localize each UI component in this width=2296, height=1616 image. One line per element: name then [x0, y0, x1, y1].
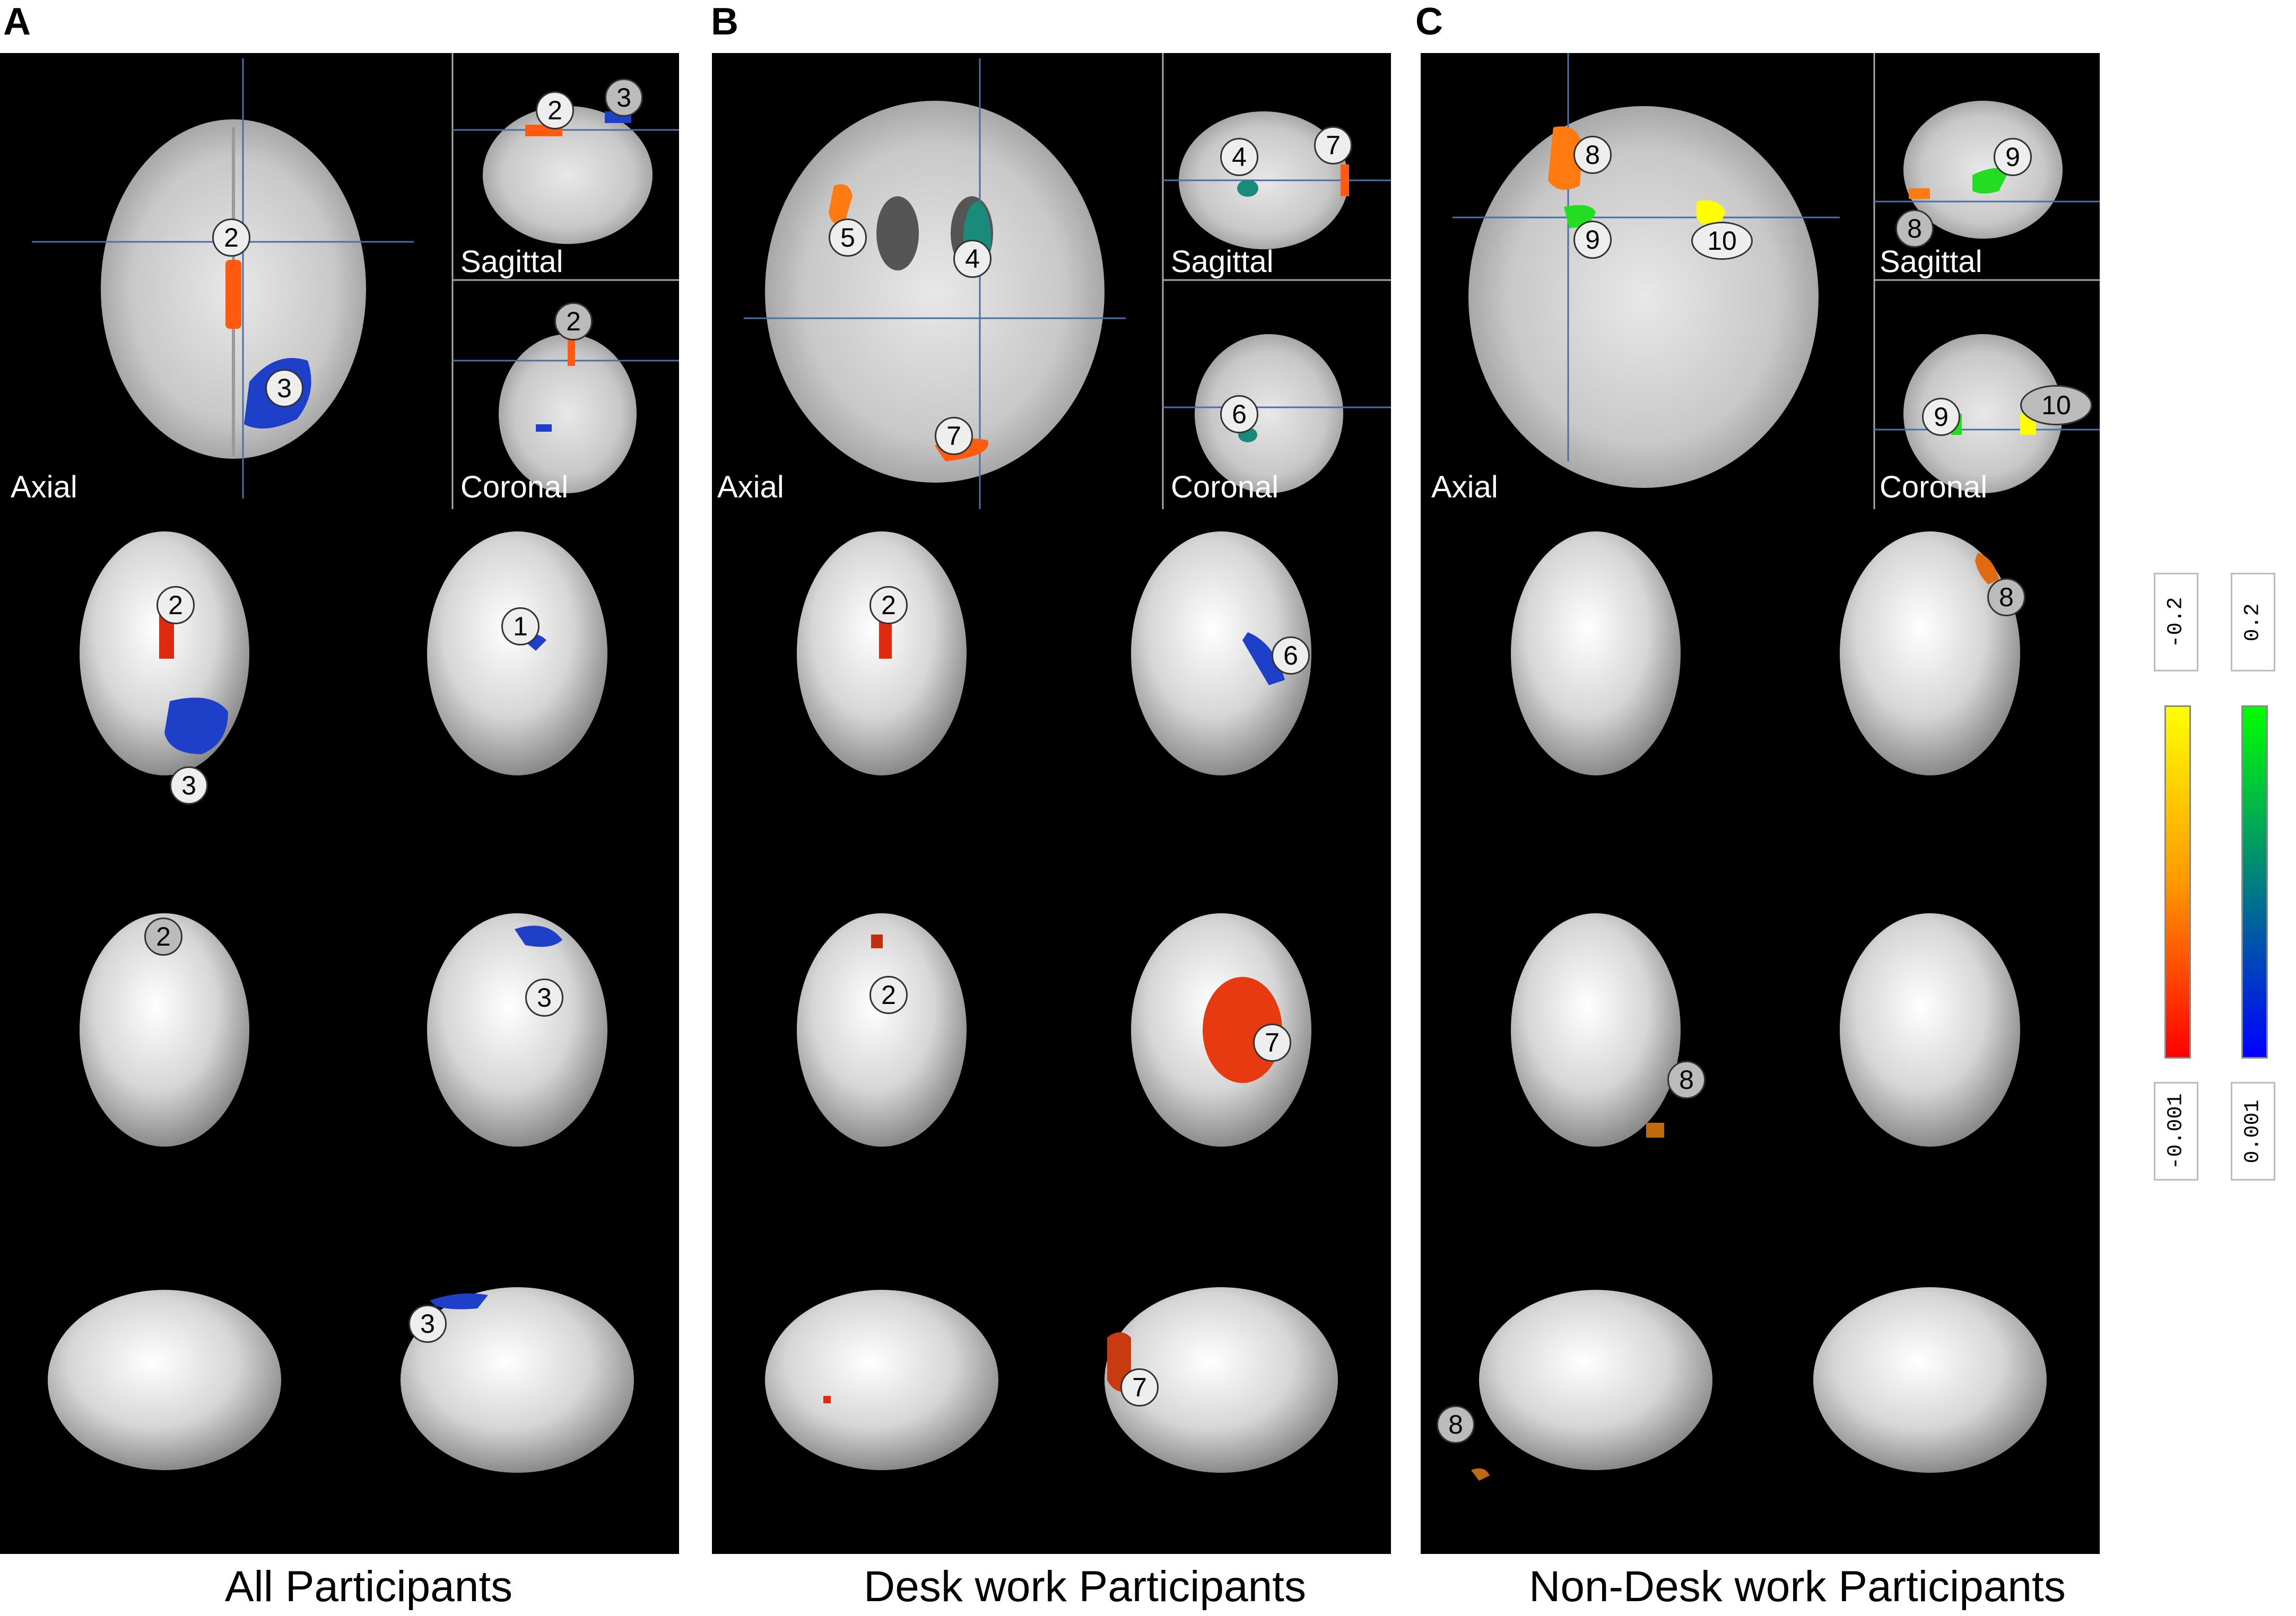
- warm-scale-bottom-value: -0.001: [2154, 1082, 2198, 1181]
- caption-c: Non-Desk work Participants: [1529, 1562, 2066, 1611]
- marker-2-3d-front-a: 2: [144, 918, 182, 956]
- marker-8-3d-side-c: 8: [1437, 1405, 1475, 1444]
- coronal-label-b: Coronal: [1171, 470, 1279, 504]
- marker-8-axial-c: 8: [1573, 136, 1612, 174]
- caption-a: All Participants: [224, 1562, 513, 1611]
- render3d-svg-b: [765, 531, 1338, 1473]
- render3d-b: [712, 510, 1391, 1554]
- marker-2-coronal-a: 2: [554, 302, 593, 340]
- marker-7-axial-b: 7: [935, 417, 973, 455]
- marker-2-axial-a: 2: [212, 219, 250, 257]
- marker-7-sagittal-b: 7: [1314, 126, 1352, 164]
- axial-label-b: Axial: [717, 470, 784, 504]
- sagittal-label-a: Sagittal: [460, 244, 563, 279]
- sagittal-label-c: Sagittal: [1880, 244, 1982, 279]
- marker-3-3d-a: 3: [170, 766, 208, 805]
- marker-3-sagittal-a: 3: [605, 78, 643, 117]
- marker-10-coronal-c: 10: [2020, 385, 2092, 425]
- panel-a: Axial Sagittal Coronal: [0, 53, 679, 1554]
- marker-2-3d-a: 2: [156, 586, 195, 624]
- marker-8-3d-front-c: 8: [1667, 1061, 1706, 1099]
- cool-scale-top-value: 0.2: [2231, 573, 2275, 671]
- sagittal-label-b: Sagittal: [1171, 244, 1274, 279]
- mri-svg-a: [32, 53, 679, 509]
- marker-1-3d-a: 1: [501, 607, 540, 645]
- cool-scale-bar: [2241, 705, 2268, 1059]
- panel-letter-b: B: [711, 1, 738, 43]
- marker-2-3d-b: 2: [869, 586, 908, 624]
- marker-6-coronal-b: 6: [1220, 395, 1258, 433]
- marker-6-3d-b: 6: [1272, 636, 1310, 675]
- marker-4-sagittal-b: 4: [1220, 138, 1258, 176]
- render3d-a: [0, 510, 679, 1554]
- marker-3-3d-side-a: 3: [408, 1305, 447, 1343]
- marker-3-axial-a: 3: [265, 369, 303, 407]
- warm-scale-top-value: -0.2: [2154, 573, 2198, 671]
- marker-10-axial-c: 10: [1691, 222, 1753, 260]
- panel-b: Axial Sagittal Coronal 5 4 7 4 7 6 2 6 2…: [712, 53, 1391, 1554]
- render3d-c: [1421, 510, 2100, 1554]
- mri-svg-b: [744, 53, 1391, 509]
- mri-slices-b: Axial Sagittal Coronal: [712, 53, 1391, 509]
- panel-letter-a: A: [3, 1, 31, 43]
- mri-slices-c: Axial Sagittal Coronal: [1421, 53, 2100, 509]
- coronal-label-a: Coronal: [460, 470, 569, 504]
- render3d-svg-a: [48, 531, 634, 1473]
- marker-2-sagittal-a: 2: [536, 91, 574, 129]
- panel-c: Axial Sagittal Coronal 8 9 10 9 8 9 10 8…: [1421, 53, 2100, 1554]
- cluster-2-axial-a: [225, 260, 241, 329]
- coronal-label-c: Coronal: [1880, 470, 1988, 504]
- marker-7-3d-side-b: 7: [1120, 1368, 1159, 1407]
- marker-8-3d-c: 8: [1987, 578, 2025, 616]
- marker-4-axial-b: 4: [953, 240, 992, 278]
- render3d-svg-c: [1471, 531, 2047, 1481]
- axial-label-c: Axial: [1431, 470, 1498, 504]
- marker-7-3d-back-b: 7: [1253, 1024, 1291, 1062]
- mri-svg-c: [1453, 53, 2100, 509]
- warm-scale-bar: [2164, 705, 2191, 1059]
- marker-2-3d-front-b: 2: [869, 976, 908, 1014]
- caption-b: Desk work Participants: [864, 1562, 1306, 1611]
- marker-9-axial-c: 9: [1573, 221, 1612, 259]
- marker-9-coronal-c: 9: [1922, 398, 1960, 436]
- marker-5-axial-b: 5: [829, 219, 867, 257]
- panel-letter-c: C: [1415, 1, 1443, 43]
- marker-8-sagittal-c: 8: [1895, 209, 1934, 248]
- mri-slices-a: Axial Sagittal Coronal: [0, 53, 679, 509]
- axial-label-a: Axial: [11, 470, 77, 504]
- marker-3-3d-back-a: 3: [525, 979, 563, 1017]
- marker-9-sagittal-c: 9: [1994, 138, 2032, 176]
- cool-scale-bottom-value: 0.001: [2231, 1082, 2275, 1181]
